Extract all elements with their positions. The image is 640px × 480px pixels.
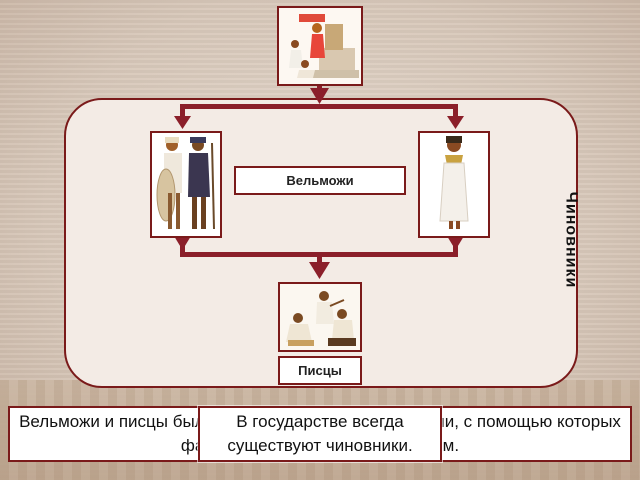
- noble-picture-right: [418, 131, 490, 238]
- officials-label: Чиновники: [562, 191, 580, 289]
- nobles-label: Вельможи: [234, 166, 406, 195]
- officials-label-container: Чиновники: [550, 160, 590, 320]
- overlay-callout: В государстве всегда существуют чиновник…: [198, 406, 442, 462]
- nobles-figures-icon: [156, 137, 215, 230]
- scribes-label: Писцы: [278, 356, 362, 385]
- scribes-picture: [278, 282, 362, 352]
- pharaoh-scene-icon: [289, 14, 359, 78]
- pharaoh-picture: [277, 6, 363, 86]
- nobles-picture-left: [150, 131, 222, 238]
- noble-figure-icon: [439, 136, 469, 229]
- scribes-figures-icon: [286, 291, 356, 346]
